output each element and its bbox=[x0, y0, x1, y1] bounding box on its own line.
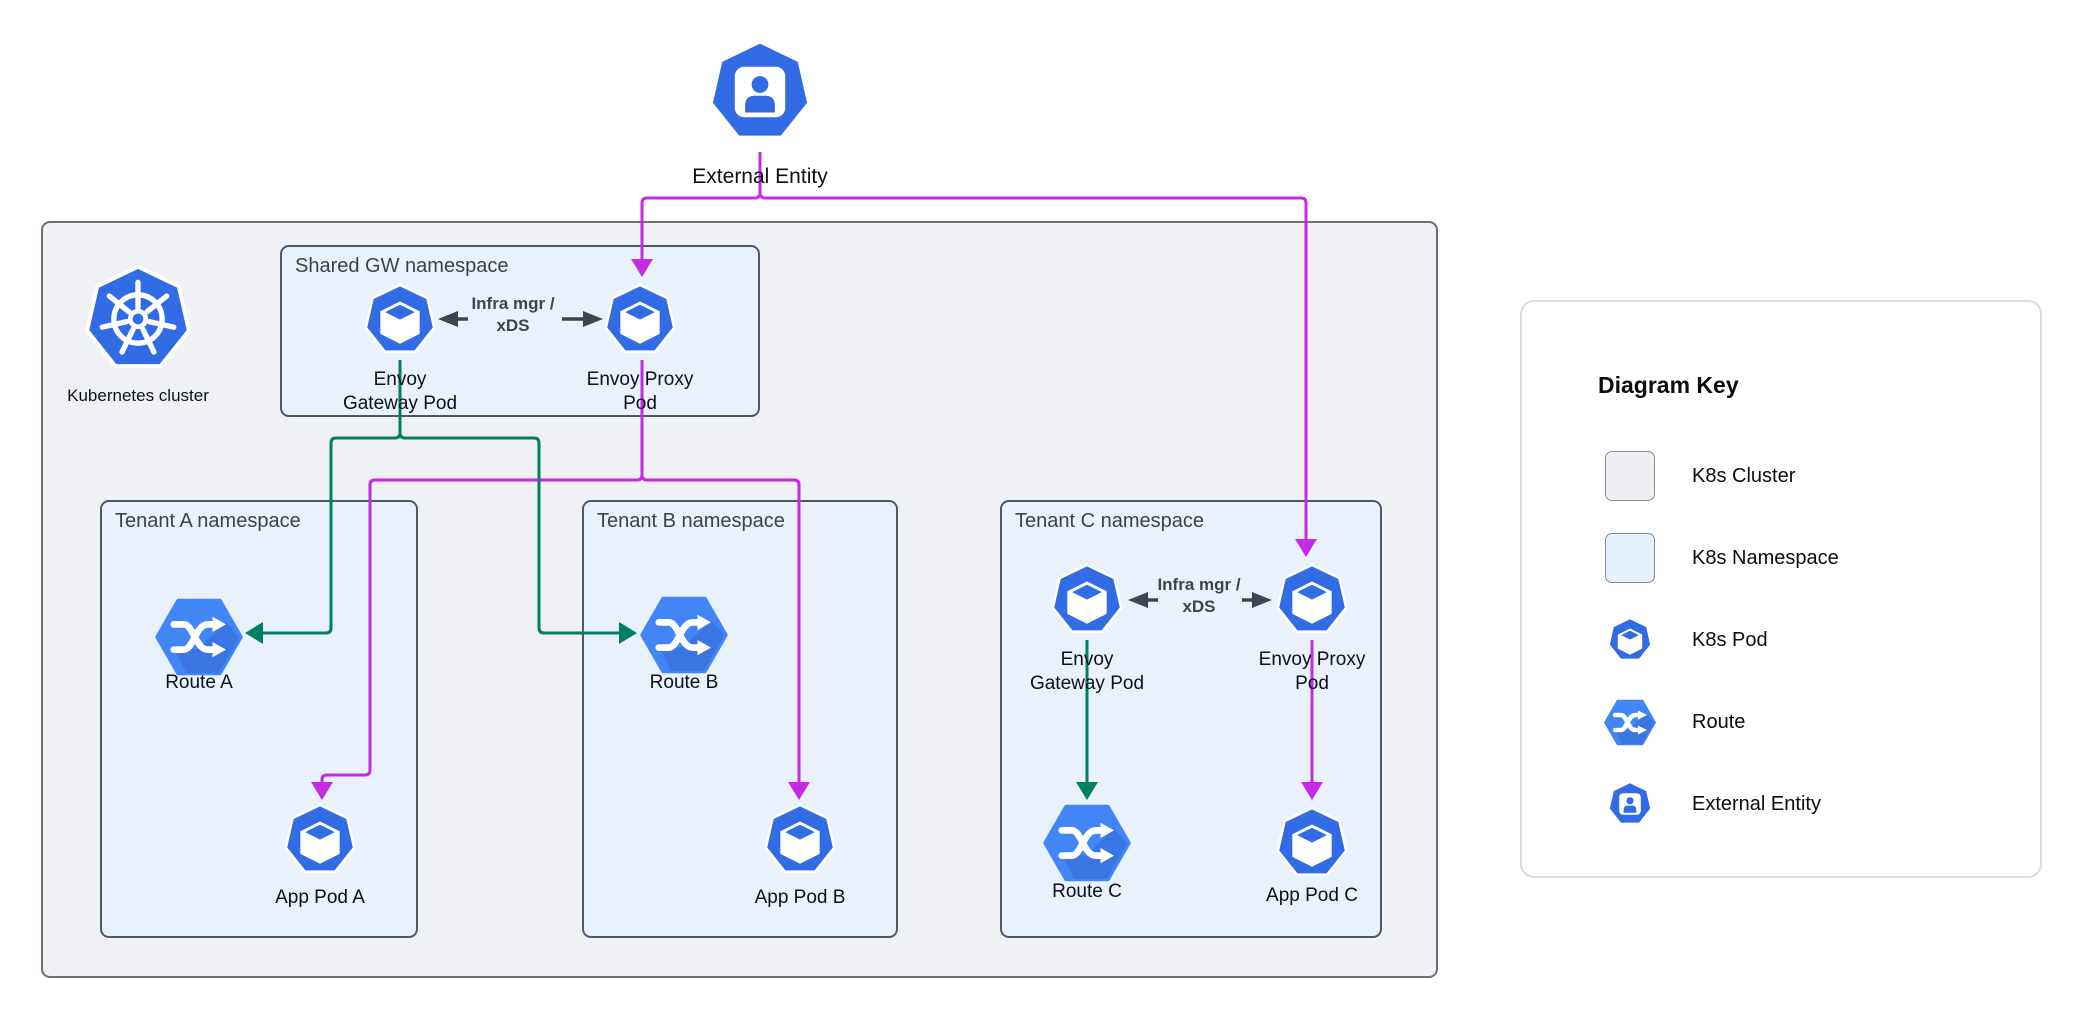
pod-icon bbox=[284, 803, 356, 873]
tenant-b-namespace-box: Tenant B namespace bbox=[582, 500, 898, 938]
route-b-label: Route B bbox=[649, 672, 719, 693]
external-entity-icon bbox=[709, 39, 811, 140]
tenant-a-namespace-box: Tenant A namespace bbox=[100, 500, 418, 938]
tenant-a-namespace-title: Tenant A namespace bbox=[115, 510, 301, 532]
cluster-swatch bbox=[1605, 451, 1655, 501]
pod-icon bbox=[364, 283, 436, 353]
external-entity-label: External Entity bbox=[692, 165, 828, 188]
shared-gw-namespace-title: Shared GW namespace bbox=[295, 255, 509, 277]
route-icon bbox=[1043, 804, 1131, 882]
route-icon bbox=[155, 598, 243, 676]
tenant-b-namespace-title: Tenant B namespace bbox=[597, 510, 785, 532]
kubernetes-wheel-icon bbox=[85, 264, 191, 369]
key-item-label: K8s Namespace bbox=[1692, 547, 1839, 569]
key-item-label: K8s Pod bbox=[1692, 629, 1768, 651]
tenant-c-namespace-title: Tenant C namespace bbox=[1015, 510, 1205, 532]
route-icon bbox=[1604, 699, 1656, 746]
external-entity-icon bbox=[1608, 781, 1652, 825]
pod-icon bbox=[764, 803, 836, 873]
infra-mgr-xds-label: Infra mgr / xDS bbox=[471, 294, 555, 335]
pod-icon bbox=[604, 283, 676, 353]
diagram-key-title: Diagram Key bbox=[1598, 372, 1739, 398]
app-pod-a-label: App Pod A bbox=[275, 887, 365, 908]
pod-icon bbox=[1051, 563, 1123, 633]
envoy-proxy-pod-c-label: Envoy Proxy Pod bbox=[1258, 649, 1366, 694]
app-pod-c-label: App Pod C bbox=[1266, 885, 1358, 906]
app-pod-b-label: App Pod B bbox=[754, 887, 846, 908]
envoy-gateway-pod-c-label: Envoy Gateway Pod bbox=[1029, 649, 1145, 694]
infra-mgr-xds-label: Infra mgr / xDS bbox=[1157, 575, 1241, 616]
pod-icon bbox=[1608, 617, 1652, 661]
route-a-label: Route A bbox=[165, 672, 233, 693]
key-item-label: Route bbox=[1692, 711, 1746, 733]
envoy-proxy-pod-label: Envoy Proxy Pod bbox=[586, 369, 694, 414]
key-item-label: K8s Cluster bbox=[1692, 465, 1796, 487]
kubernetes-cluster-label: Kubernetes cluster bbox=[67, 386, 209, 405]
pod-icon bbox=[1276, 563, 1348, 633]
route-c-label: Route C bbox=[1052, 881, 1122, 902]
namespace-swatch bbox=[1605, 533, 1655, 583]
envoy-gateway-pod-label: Envoy Gateway Pod bbox=[342, 369, 458, 414]
key-item-label: External Entity bbox=[1692, 793, 1821, 815]
diagram-key-panel bbox=[1520, 300, 2042, 878]
route-icon bbox=[640, 596, 728, 674]
pod-icon bbox=[1276, 806, 1348, 876]
